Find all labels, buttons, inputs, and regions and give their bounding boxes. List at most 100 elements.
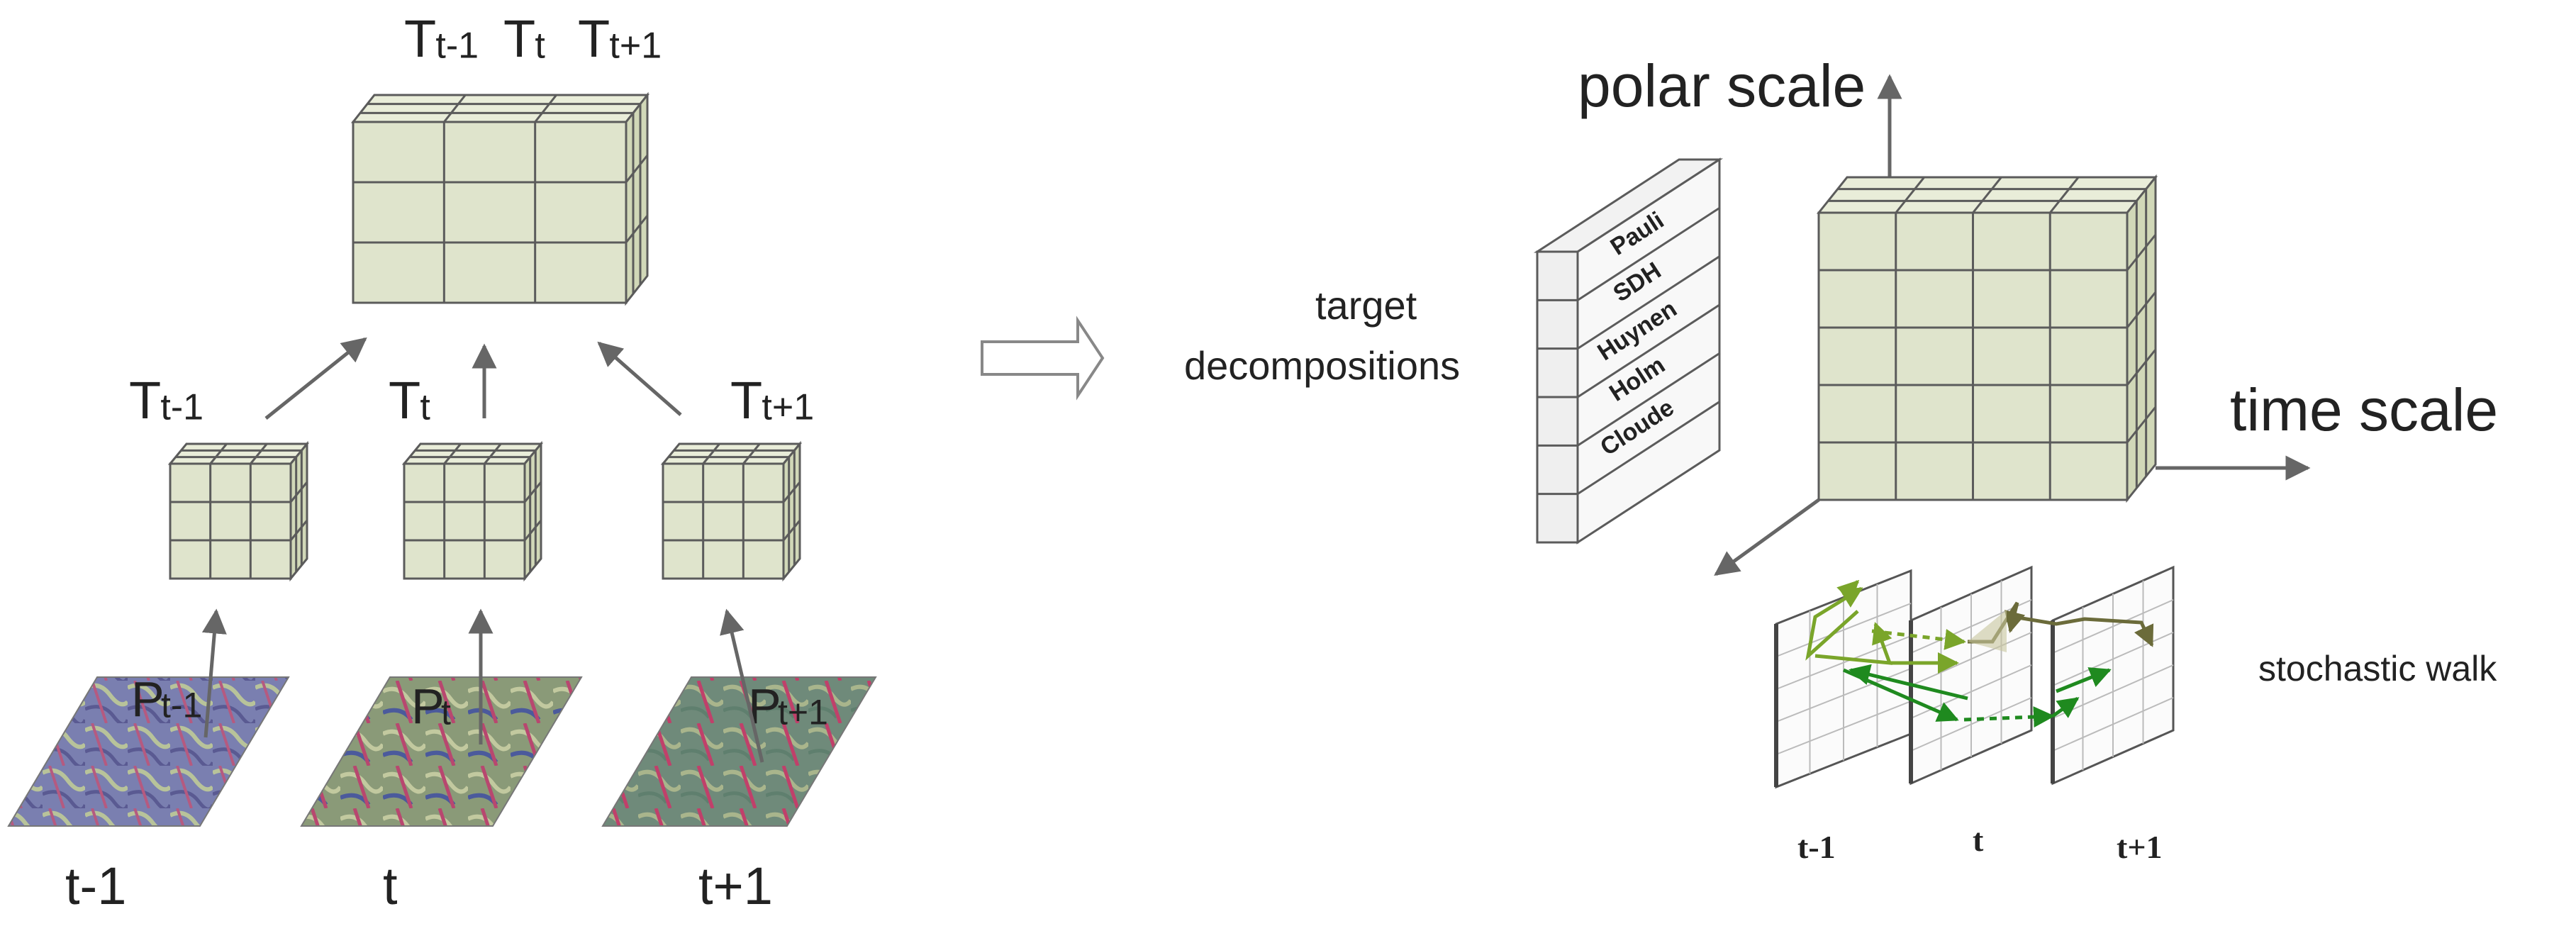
cube-top-face (350, 94, 650, 123)
walk-path-segment (1805, 586, 1863, 661)
p-label-t: Pt (411, 679, 451, 734)
top-label-t-minus-1-sub: t-1 (435, 25, 479, 66)
cube-top-face (167, 442, 310, 465)
walk-path-segment (1836, 579, 1860, 603)
top-label-t-minus-1-main: T (404, 9, 436, 68)
cube-grid-line (782, 481, 801, 503)
stochastic-walk-paths (1805, 579, 2154, 728)
walk-grid (1775, 603, 1912, 657)
slab-divider (1577, 352, 1720, 447)
cube-grid-line (443, 94, 467, 123)
cube-grid-line (2049, 177, 2080, 213)
walk-highlight (1968, 610, 2007, 652)
slab-divider (1577, 207, 1720, 301)
walk-panel-t-plus-1 (2051, 565, 2175, 786)
p-label-t-sub: t (441, 692, 451, 732)
time-scale-label: time scale (2230, 376, 2498, 443)
cube-grid-line (2126, 234, 2157, 271)
walk-grid (2052, 697, 2174, 752)
top-label-t-sub: t (535, 25, 545, 66)
cube-grid-line (2126, 406, 2157, 443)
cube-grid-line (1972, 177, 2002, 213)
cube-grid-line (625, 215, 649, 243)
cube-grid-line (782, 520, 801, 541)
cube-grid-line (523, 520, 542, 541)
arrow-right-to-big-cube (597, 341, 682, 416)
sat-image-t-fill (300, 676, 583, 827)
walk-path-segment (2013, 615, 2154, 647)
top-label-t-main: T (503, 9, 535, 68)
block-arrow-icon (981, 316, 1105, 401)
bottom-label-t-minus-1: t-1 (65, 857, 126, 915)
cube-top-face (401, 442, 544, 465)
top-label-t-plus-1-main: T (578, 9, 610, 68)
p-label-t-main: P (411, 679, 445, 734)
decompositions-label: decompositions (1184, 343, 1460, 388)
cube-grid-line (1895, 177, 1925, 213)
cube-side-face (289, 440, 308, 582)
walk-path-segment (1871, 629, 1966, 650)
cube-front-face (403, 462, 526, 580)
stochastic-walk-label: stochastic walk (2258, 649, 2497, 688)
p-label-t-minus-1-sub: t-1 (161, 685, 202, 725)
transition-arrow (981, 316, 1105, 401)
cube-side-face (2126, 174, 2157, 503)
slab-divider (1577, 401, 1720, 495)
mid-label-t-plus-1-sub: t+1 (762, 386, 814, 428)
cube-grid-line (2126, 349, 2157, 386)
big-tensor-cube (350, 91, 650, 306)
bottom-label-t-plus-1: t+1 (698, 857, 773, 915)
mid-label-t-minus-1-main: T (129, 371, 161, 430)
walk-path-segment (1842, 668, 1959, 722)
walk-path-segment (2051, 696, 2080, 718)
p-label-t-plus-1-sub: t+1 (778, 692, 828, 732)
arrow-left-to-big-cube (264, 337, 367, 420)
walk-label-t: t (1973, 822, 1984, 858)
walk-path-segment (2056, 667, 2112, 693)
walk-path-segment (1849, 664, 1968, 701)
mid-label-t-main: T (389, 371, 420, 430)
cube-front-face (352, 121, 628, 304)
slab-divider (1577, 303, 1720, 398)
walk-grid (2052, 599, 2174, 654)
cube-top-face (660, 442, 803, 465)
walk-label-t-minus-1: t-1 (1797, 829, 1836, 865)
cube-grid-line (534, 94, 557, 123)
cube-grid-line (523, 481, 542, 503)
sat-image-t (300, 676, 583, 827)
arrow-image-to-cube-t-minus-1 (201, 608, 227, 738)
slab-divider (1577, 255, 1720, 350)
small-cube-t-plus-1 (660, 440, 803, 582)
mid-label-t-sub: t (420, 386, 430, 428)
cube-front-face (169, 462, 292, 580)
arrow-image-to-cube-t-plus-1 (720, 608, 764, 763)
bottom-label-t: t (383, 857, 398, 915)
sat-image-t-plus-1 (601, 676, 877, 827)
cube-side-face (625, 91, 649, 306)
cube-grid-line (289, 481, 308, 503)
walk-label-t-plus-1: t+1 (2117, 829, 2163, 865)
cube-front-face (662, 462, 785, 580)
polar-scale-label: polar scale (1578, 52, 1866, 119)
decomposition-axis-arrow (1714, 498, 1820, 576)
small-cube-t-minus-1 (167, 440, 310, 582)
small-cube-t (401, 440, 544, 582)
cube-grid-line (250, 443, 268, 464)
cube-grid-line (625, 155, 649, 183)
p-label-t-plus-1: Pt+1 (748, 679, 828, 734)
walk-path-segment (1963, 706, 2055, 728)
cube-grid-line (209, 443, 228, 464)
tensor-3d-cube (1816, 174, 2158, 503)
cube-grid-line (2126, 291, 2157, 328)
top-label-t-plus-1-sub: t+1 (609, 25, 662, 66)
sat-image-t-minus-1-fill (7, 676, 290, 827)
walk-grid (1910, 697, 2032, 752)
